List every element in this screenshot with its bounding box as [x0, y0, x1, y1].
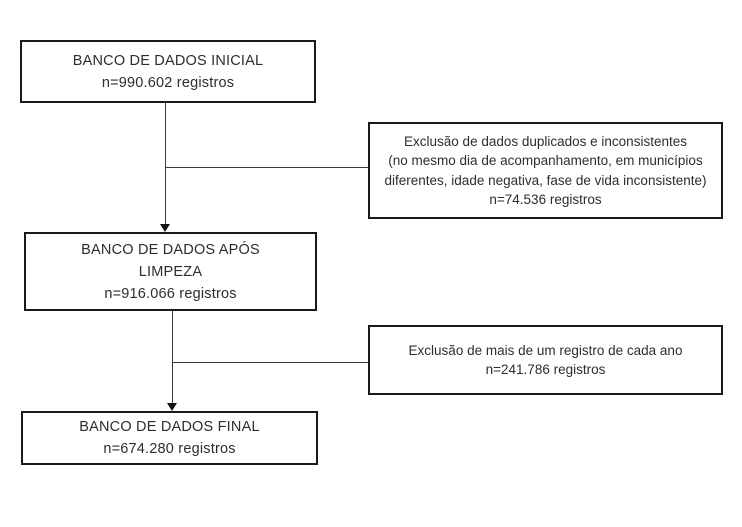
exclusion2-count: n=241.786 registros	[485, 362, 606, 377]
exclusion2-line1: Exclusão de mais de um registro de cada …	[408, 342, 683, 358]
box-exclusion-yearly-records: Exclusão de mais de um registro de cada …	[368, 325, 723, 395]
connector-after-to-final-line	[171, 311, 173, 403]
exclusion1-count: n=74.536 registros	[489, 192, 602, 207]
after-cleaning-count: n=916.066 registros	[104, 285, 237, 302]
after-cleaning-title-line1: BANCO DE DADOS APÓS	[81, 241, 260, 258]
connector-branch-to-exclusion1-line	[165, 166, 368, 168]
exclusion1-line1: Exclusão de dados duplicados e inconsist…	[404, 133, 687, 149]
initial-database-count: n=990.602 registros	[101, 74, 235, 91]
box-exclusion-duplicates: Exclusão de dados duplicados e inconsist…	[368, 122, 723, 219]
arrow-down-icon	[166, 402, 177, 411]
arrow-down-icon	[159, 223, 170, 232]
after-cleaning-title-line2: LIMPEZA	[138, 263, 203, 280]
box-initial-database: BANCO DE DADOS INICIAL n=990.602 registr…	[20, 40, 316, 103]
initial-database-title: BANCO DE DADOS INICIAL	[72, 52, 264, 69]
connector-branch-to-exclusion2-line	[172, 361, 368, 363]
exclusion1-line2: (no mesmo dia de acompanhamento, em muni…	[388, 153, 703, 168]
connector-initial-to-after-line	[164, 103, 166, 225]
box-final-database: BANCO DE DADOS FINAL n=674.280 registros	[21, 411, 318, 465]
box-database-after-cleaning: BANCO DE DADOS APÓS LIMPEZA n=916.066 re…	[24, 232, 317, 311]
final-database-count: n=674.280 registros	[103, 441, 236, 457]
exclusion1-line3: diferentes, idade negativa, fase de vida…	[384, 172, 707, 188]
final-database-title: BANCO DE DADOS FINAL	[79, 419, 260, 435]
